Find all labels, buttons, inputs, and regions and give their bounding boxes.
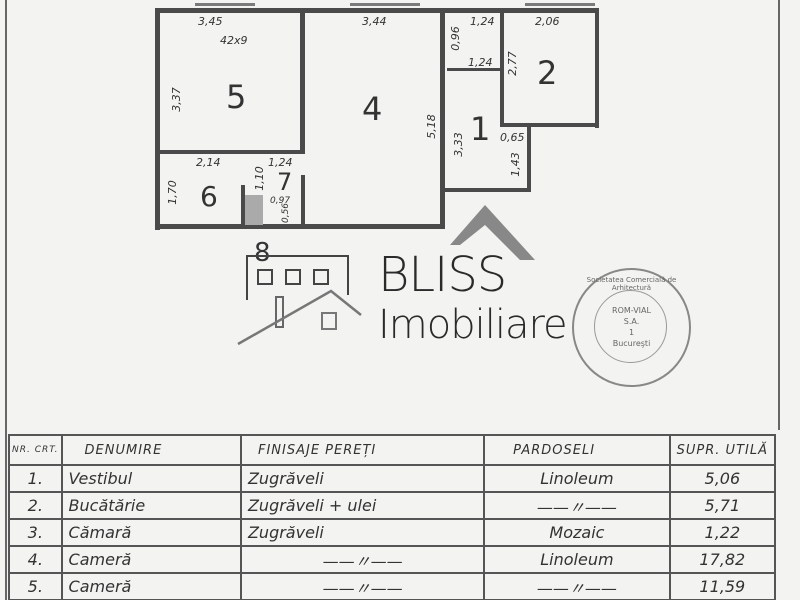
header-nr: NR. CRT. [8,434,63,466]
stamp-line4: Bucureşti [612,339,651,348]
room-label-4: 4 [362,90,383,128]
table-row: 5. Cameră ——〃—— ——〃—— 11,59 [8,572,777,600]
cell-floors: Linoleum [483,545,671,574]
cell-name: Cameră [60,572,242,600]
bliss-house-logo-icon [237,255,362,346]
cell-nr: 2. [8,491,63,520]
cell-name: Cameră [60,545,242,574]
header-walls: FINISAJE PEREȚI [239,434,486,466]
entrance-arrow-icon [450,205,535,260]
cell-area: 17,82 [668,545,777,574]
header-area: SUPR. UTILĂ [668,434,777,466]
cell-walls: Zugrăveli [239,464,486,493]
room-label-5: 5 [226,78,247,116]
table-row: 2. Bucătărie Zugrăveli + ulei ——〃—— 5,71 [8,491,777,520]
cell-floors: ——〃—— [483,491,671,520]
stamp-ring-text: Societatea Comercială de Arhitectură [586,276,677,292]
stamp-line2: S.A. [623,317,640,326]
room-label-6: 6 [200,180,218,213]
cell-area: 5,71 [668,491,777,520]
dim-r2-width: 2,06 [535,15,560,28]
dim-r1-width-mid: 1,24 [468,56,493,69]
dim-r7-width: 1,24 [268,156,293,169]
cell-area: 1,22 [668,518,777,547]
rooms-table: NR. CRT. DENUMIRE FINISAJE PEREȚI PARDOS… [8,434,777,600]
cell-name: Bucătărie [60,491,242,520]
cell-area: 11,59 [668,572,777,600]
dim-r4-height: 5,18 [424,114,438,139]
cell-walls: ——〃—— [239,572,486,600]
dim-110: 1,10 [252,166,266,191]
logo-brand: BLISS [378,247,507,303]
table-row: 3. Cămară Zugrăveli Mozaic 1,22 [8,518,777,547]
cell-name: Vestibul [60,464,242,493]
table-row: 4. Cameră ——〃—— Linoleum 17,82 [8,545,777,574]
dim-r4-width: 3,44 [362,15,387,28]
room-label-1: 1 [470,110,491,148]
dim-097: 0,97 [270,196,291,206]
dim-096: 0,96 [448,26,462,51]
dim-r5-width: 3,45 [198,15,223,28]
room-label-7: 7 [277,168,293,196]
cell-nr: 5. [8,572,63,600]
dim-r6-height: 1,70 [165,180,179,205]
cell-nr: 4. [8,545,63,574]
cell-walls: Zugrăveli [239,518,486,547]
dim-r1-height: 3,33 [451,132,465,157]
dim-056: 0,56 [281,202,292,224]
company-stamp: Societatea Comercială de Arhitectură ROM… [572,268,691,387]
table-row: 1. Vestibul Zugrăveli Linoleum 5,06 [8,464,777,493]
header-name: DENUMIRE [60,434,242,466]
cell-walls: Zugrăveli + ulei [239,491,486,520]
header-floors: PARDOSELI [483,434,671,466]
stamp-line3: 1 [628,328,635,337]
cell-area: 5,06 [668,464,777,493]
dim-r5-height: 3,37 [169,87,183,112]
room-label-8: 8 [254,238,271,268]
cell-nr: 1. [8,464,63,493]
dim-r6-width: 2,14 [196,156,221,169]
cell-name: Cămară [60,518,242,547]
stamp-line1: ROM-VIAL [612,306,651,315]
logo-subtitle: Imobiliare [378,302,568,348]
table-header-row: NR. CRT. DENUMIRE FINISAJE PEREȚI PARDOS… [8,434,777,466]
page-border-left [5,0,7,600]
dim-065: 0,65 [500,131,525,144]
dim-r2-height: 2,77 [505,51,519,76]
dim-r1-width-top: 1,24 [470,15,495,28]
cell-floors: Linoleum [483,464,671,493]
dim-r5-note: 42x9 [220,34,248,47]
cell-floors: Mozaic [483,518,671,547]
cell-nr: 3. [8,518,63,547]
dim-143: 1,43 [508,152,522,177]
cell-floors: ——〃—— [483,572,671,600]
cell-walls: ——〃—— [239,545,486,574]
page-border-right [778,0,780,430]
room-label-2: 2 [537,54,558,92]
